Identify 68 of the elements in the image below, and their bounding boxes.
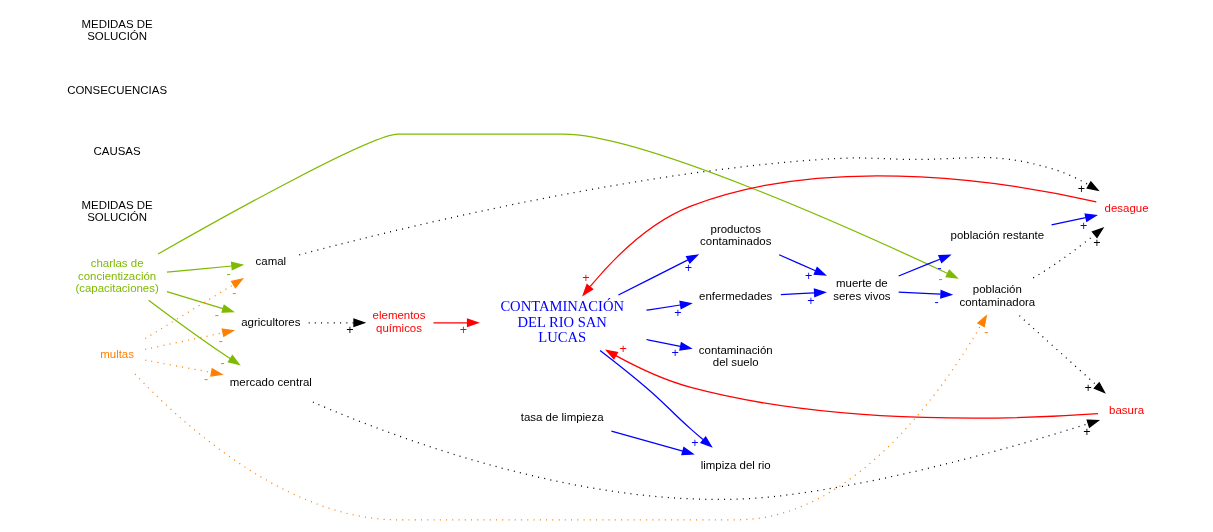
edge-label: - <box>203 372 208 387</box>
edge-label: - <box>231 285 237 300</box>
node-text: mercado central <box>229 376 312 389</box>
arrow <box>307 318 366 328</box>
node-text: productos contaminados <box>699 222 771 248</box>
edge-label: + <box>345 323 354 338</box>
arrow <box>133 314 987 521</box>
arrow <box>144 359 224 377</box>
node-text: contaminación del suelo <box>698 343 773 369</box>
arrow <box>165 261 244 273</box>
arrow <box>311 401 1100 500</box>
node-text: enfermedades <box>698 289 772 302</box>
node-text: población restante <box>950 229 1044 242</box>
arrow <box>165 291 235 313</box>
edge-label: - <box>933 294 939 309</box>
edge-label: + <box>684 261 692 276</box>
edge-label: + <box>806 293 815 308</box>
arrow <box>1050 213 1098 226</box>
arrow <box>144 328 235 350</box>
label: CONSECUENCIAS <box>66 84 167 97</box>
edge-label: + <box>1082 425 1091 440</box>
arrow <box>604 349 1099 419</box>
edge-label: + <box>690 435 699 450</box>
arrow <box>645 338 693 351</box>
node-text: desague <box>1104 202 1149 215</box>
arrow <box>610 430 695 456</box>
edge-label: + <box>1092 235 1100 250</box>
label: MEDIDAS DE SOLUCIÓN <box>80 17 153 43</box>
arrow <box>1018 315 1106 394</box>
edge-label: - <box>226 266 231 281</box>
node-text: tasa de limpieza <box>520 410 604 423</box>
node-text: agricultores <box>240 315 300 328</box>
arrow <box>581 175 1097 297</box>
arrow <box>617 254 699 296</box>
edge-label: + <box>459 323 467 338</box>
arrow <box>298 156 1100 256</box>
edge-label: + <box>1079 218 1087 233</box>
arrow <box>1032 226 1104 279</box>
edge-label: + <box>581 270 590 285</box>
node-text: charlas de concientización (capacitaciones) <box>74 257 159 295</box>
node-text: población contaminadora <box>958 283 1035 308</box>
node-text: muerte de seres vivos <box>832 277 890 302</box>
edge-label: + <box>673 306 681 321</box>
edge-label: - <box>218 334 223 348</box>
arrow <box>144 278 244 340</box>
arrow <box>778 254 827 276</box>
arrow <box>645 300 693 311</box>
arrow <box>897 289 953 299</box>
edge-label: - <box>983 324 988 339</box>
label: MEDIDAS DE SOLUCIÓN <box>80 198 153 224</box>
edge-label: + <box>1077 182 1085 197</box>
arrow <box>432 318 480 328</box>
node-text: multas <box>99 348 134 361</box>
edge-label: + <box>1084 381 1092 396</box>
node-text: elementos químicos <box>372 309 425 334</box>
arrow <box>598 349 713 448</box>
arrow <box>156 133 959 279</box>
arrow <box>147 299 241 366</box>
node-text: camal <box>255 255 286 268</box>
edge-label: + <box>670 345 679 360</box>
node-text: basura <box>1108 404 1144 417</box>
label: CAUSAS <box>93 144 141 157</box>
node-text: limpiza del rio <box>700 458 771 471</box>
edge-label: - <box>214 307 219 322</box>
edge-label: + <box>804 269 812 284</box>
arrow <box>779 288 827 298</box>
arrow <box>897 254 952 277</box>
edge-label: - <box>219 355 225 370</box>
